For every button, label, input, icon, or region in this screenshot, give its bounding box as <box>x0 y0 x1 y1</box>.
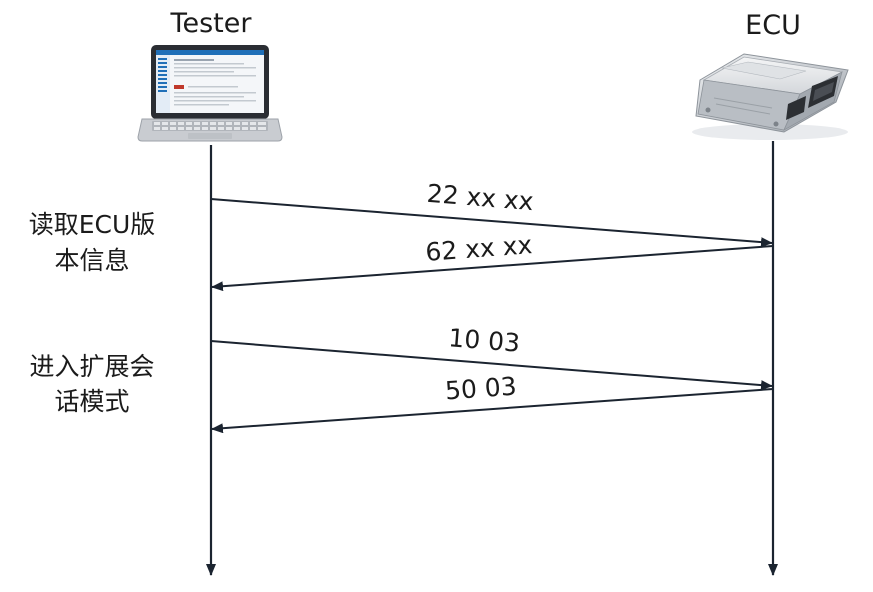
response-message: 62 xx xx <box>424 230 533 267</box>
step-label-line-1: 读取ECU版 <box>29 210 156 239</box>
ecu-title: ECU <box>745 10 801 41</box>
step-label-line-2: 本信息 <box>54 246 129 275</box>
request-message: 22 xx xx <box>426 179 535 216</box>
request-message: 10 03 <box>447 323 521 358</box>
tester-title: Tester <box>170 8 253 39</box>
ecu-module-icon <box>692 53 849 140</box>
request-arrow <box>210 198 773 248</box>
step-extended-session: 进入扩展会 话模式 10 03 50 03 <box>29 323 774 434</box>
response-arrow <box>211 245 774 292</box>
request-arrow <box>210 340 773 391</box>
response-arrow <box>211 388 774 434</box>
step-label-line-2: 话模式 <box>54 387 129 416</box>
laptop-icon <box>137 45 283 142</box>
step-read-version: 读取ECU版 本信息 22 xx xx 62 xx xx <box>29 179 774 292</box>
step-label-line-1: 进入扩展会 <box>29 352 154 381</box>
response-message: 50 03 <box>444 371 517 405</box>
